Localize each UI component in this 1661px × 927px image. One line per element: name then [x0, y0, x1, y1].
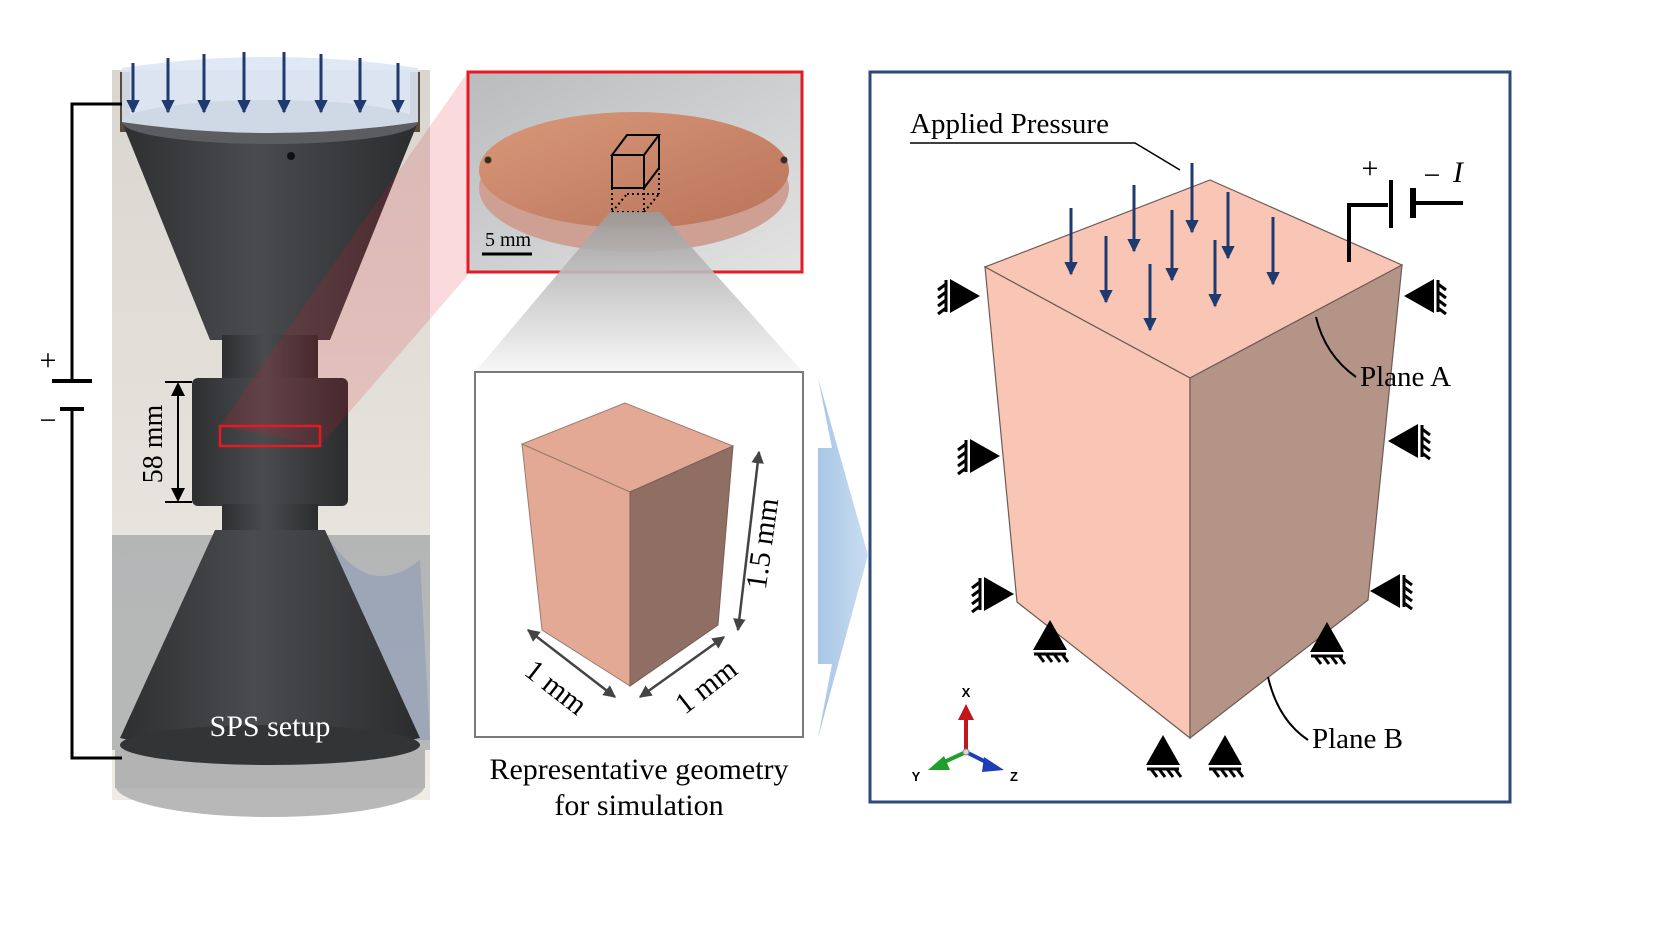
zoom-funnel-red — [220, 72, 468, 446]
plane-b-label: Plane B — [1312, 723, 1403, 755]
applied-pressure-label: Applied Pressure — [910, 108, 1109, 140]
support-bottom-1 — [1033, 620, 1070, 663]
plane-a-leader — [1315, 316, 1357, 378]
support-left-1 — [937, 279, 980, 316]
dim-arrow-depth — [638, 635, 726, 699]
support-left-2 — [957, 439, 1000, 476]
sample-location-box — [218, 424, 322, 448]
upper-graphite-cone — [122, 122, 418, 340]
support-right-2 — [1388, 424, 1431, 461]
sample-mark-right — [780, 156, 788, 164]
pressure-region — [122, 57, 418, 133]
support-bottom-3 — [1208, 735, 1245, 778]
geometry-panel: 1.5 mm 1 mm 1 mm Representative geometry… — [474, 371, 804, 822]
sample-disc-top — [479, 112, 789, 228]
support-bottom-2 — [1146, 735, 1183, 778]
scale-bar-label: 5 mm — [485, 229, 532, 251]
sps-setup-label: SPS setup — [210, 710, 331, 743]
support-right-3 — [1370, 574, 1413, 611]
dim-arrow-height — [733, 450, 764, 632]
axis-y-label: Y — [912, 769, 921, 784]
die-height-label: 58 mm — [138, 405, 169, 484]
upper-punch — [222, 335, 318, 380]
sps-setup-panel: SPS setup 58 mm + — [40, 52, 430, 817]
sample-mark-left — [484, 156, 492, 164]
power-circuit — [52, 102, 122, 760]
lower-cone-bottom — [120, 725, 420, 765]
plane-a-label: Plane A — [1360, 361, 1451, 393]
transition-arrow — [818, 378, 868, 738]
graphite-die — [192, 378, 348, 506]
lower-graphite-cone — [120, 530, 420, 754]
current-minus-label: − — [1424, 159, 1441, 192]
power-minus-label: − — [40, 404, 57, 437]
simulation-panel: Applied Pressure + − I Plane A Plane B — [868, 70, 1512, 804]
support-bottom-4 — [1310, 622, 1347, 665]
cone-hole — [287, 152, 295, 160]
pressure-arrows-sps — [126, 52, 405, 114]
zoom-funnel-grey — [475, 212, 803, 372]
support-left-3 — [971, 577, 1014, 614]
geometry-caption-line1: Representative geometry — [489, 753, 788, 786]
lower-punch — [222, 504, 318, 532]
rve-side-face — [629, 445, 734, 687]
axis-x-label: X — [962, 685, 971, 700]
sample-photo-panel: 5 mm — [466, 70, 804, 274]
dim-arrow-width — [527, 629, 616, 698]
block-side-face — [1189, 263, 1403, 740]
support-right-1 — [1404, 279, 1447, 316]
current-symbol-label: I — [1452, 156, 1465, 189]
plane-b-leader — [1267, 676, 1309, 741]
geometry-caption-line2: for simulation — [554, 789, 723, 822]
power-plus-label: + — [40, 344, 57, 377]
pressure-arrows-simulation — [1064, 163, 1280, 332]
die-height-dimension — [165, 381, 192, 503]
coordinate-triad: X Y Z — [912, 685, 1018, 784]
pressure-leader-line — [910, 142, 1181, 171]
current-source-symbol — [1347, 180, 1463, 262]
current-plus-label: + — [1362, 152, 1379, 185]
axis-z-label: Z — [1010, 769, 1018, 784]
